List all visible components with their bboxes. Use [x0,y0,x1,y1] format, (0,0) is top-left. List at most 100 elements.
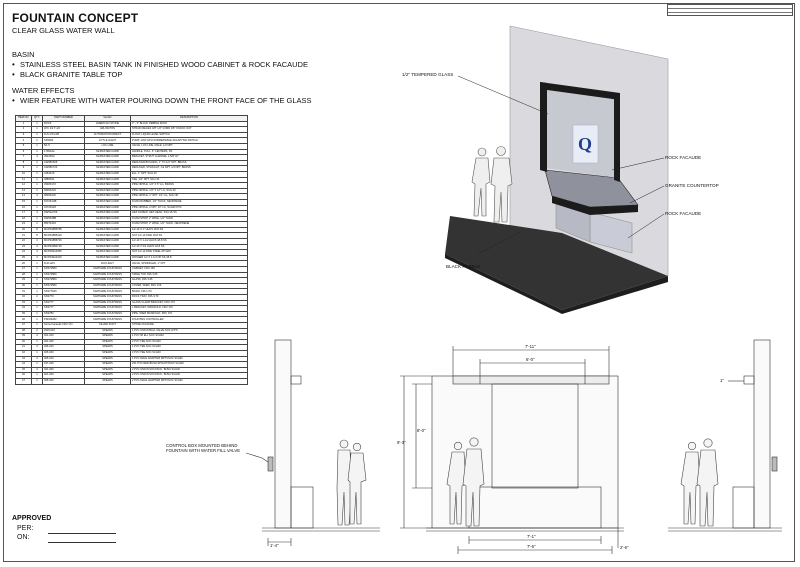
bom-cell: GLASS CLAMP BRACKET, FRU 170 [130,299,248,307]
callout-rock-facade-upper: ROCK FACAUDE [665,155,702,160]
dim-right-top: 1" [720,378,724,383]
left-side-elevation [262,339,380,546]
elevation-views [245,339,782,554]
bom-cell: 2 PVC TEE SOC SCH40 [130,349,248,357]
glass-frame-top [540,82,620,100]
bom-cell: 2 PVC TEE SOC SCH40 [130,338,248,346]
iso-people-figures [471,146,513,223]
bom-column-header: DESCRIPTION [130,115,248,122]
dim-base-height: 2'-6" [620,545,629,550]
bom-cell: L BRACKET, MANIFOLD, FRU 170 [130,305,248,312]
bom-cell: CABINET, FRU 166 [130,266,248,273]
bom-cell: GLASS, FRU 166 [130,277,248,284]
callout-rock-facade-lower: ROCK FACAUDE [665,211,702,216]
dim-left-offset: 1'-4" [270,543,279,548]
basin-heading: BASIN [12,50,35,59]
bom-cell: PIPE, WIER MANIFOLD, FRU 170 [130,310,248,318]
page-subtitle: CLEAR GLASS WATER WALL [12,26,115,35]
bom-cell: 2" - 3" BLACK PEBBLE ROCK [130,120,248,128]
bom-cell: BASIN, FRU 170 [130,288,248,295]
approved-heading: APPROVED [12,515,52,522]
bom-cell: 1 PVC 90 ELL SOC SCH40 [130,333,248,340]
logo-panel [572,124,599,164]
dim-base-inner: 7'-1" [527,534,536,539]
drawing-sheet [3,3,795,562]
approved-on-line [48,542,116,543]
basin-item: STAINLESS STEEL BASIN TANK IN FINISHED W… [12,60,308,70]
glass-frame-left [540,82,547,172]
granite-edge [552,196,638,215]
bom-cell: COVER, WIER, FRU 166 [130,282,248,290]
dim-height-overall: 9'-3" [397,440,406,445]
bom-cell: VALVE, SPRINKLER, 1" FPT [130,260,248,267]
approved-on-label: ON: [17,534,30,541]
dim-base-outer: 7'-6" [527,544,536,549]
iso-callout-leaders [457,75,665,255]
bom-cell: FOUNTAIN CONTROLLER [130,316,248,323]
glass-frame-right [614,93,620,182]
callout-black-pebble: BLACK PEBBLE [446,264,481,269]
title-block [667,4,793,16]
right-side-elevation [668,339,782,532]
page-title: FOUNTAIN CONCEPT [12,11,139,25]
callout-granite-countertop: GRANITE COUNTERTOP [665,183,719,188]
control-box-note: CONTROL BOX MOUNTED BEHIND FOUNTAIN WITH… [166,443,241,453]
bom-cell: STONE FACAUDE [130,322,248,329]
elevation-people-figures [336,437,719,527]
bom-cell: WASHER 1/2 X 1-1/4 OD SS 18-8 [130,254,248,262]
water-heading: WATER EFFECTS [12,86,75,95]
dim-top-inner: 6'-0" [526,357,535,362]
basin-spec: BASIN STAINLESS STEEL BASIN TANK IN FINI… [12,50,308,80]
bom-cell: 1 PVC TEE SOC SCH40 [130,344,248,351]
bom-cell: 2 PVC MALE ADAPTER MPTXSOC SCH40 [130,377,248,385]
basin-item: BLACK GRANITE TABLE TOP [12,70,308,80]
approved-per-line [48,533,116,534]
control-box-leader [245,452,269,463]
dim-height-glass: 8'-0" [417,428,426,433]
isometric-view: Q [445,25,669,314]
bom-cell: ROCK TRAY, FRU 170 [130,294,248,301]
callout-tempered-glass: 1/2" TEMPERED GLASS [402,72,454,77]
bom-cell: 2 PVC UNION SOCXSOC, BUNA SCH40 [130,366,248,374]
bom-cell: 1 PVC MALE ADAPTER MPTXSOC SCH40 [130,355,248,363]
logo-mark: Q [578,134,592,154]
bom-cell: 2 PVC UNION SOCXSOC, BUNA SCH40 [130,372,248,379]
approved-per-label: PER: [17,525,34,532]
bom-cell: 2X1 PVC RED BUSH SPIGOTXSOC SCH40 [130,361,248,368]
black-pebble-floor [445,216,668,310]
bom-cell: TABLE TOP, FRU 166 [130,271,248,279]
dim-top-outer: 7'-11" [525,344,536,349]
water-spec: WATER EFFECTS WIER FEATURE WITH WATER PO… [12,86,312,106]
